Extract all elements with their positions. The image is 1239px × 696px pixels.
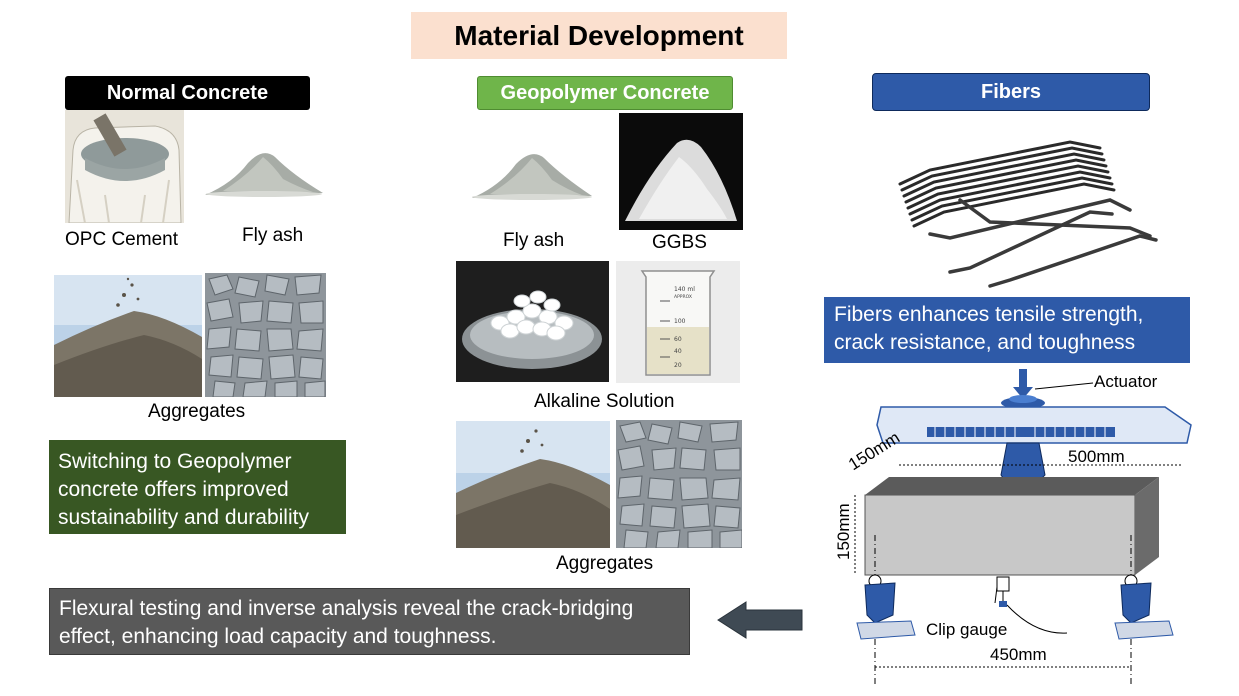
page-title: Material Development bbox=[411, 12, 787, 59]
beaker-mark-140: 140 ml bbox=[674, 286, 695, 293]
header-normal-concrete: Normal Concrete bbox=[65, 76, 310, 110]
caption-aggregates-normal: Aggregates bbox=[148, 401, 246, 422]
label-actuator: Actuator bbox=[1094, 372, 1158, 391]
label-dim-height: 150mm bbox=[834, 503, 853, 560]
label-dim-length: 500mm bbox=[1068, 447, 1125, 466]
caption-fly-ash-normal: Fly ash bbox=[242, 225, 304, 246]
beaker-mark-approx: APPROX bbox=[674, 294, 692, 300]
caption-aggregates-geo: Aggregates bbox=[556, 553, 654, 574]
gravel-image-geo bbox=[616, 420, 742, 548]
caption-opc-cement: OPC Cement bbox=[65, 229, 178, 250]
note-switching-geopolymer: Switching to Geopolymer concrete offers … bbox=[49, 440, 346, 534]
note-flexural-testing: Flexural testing and inverse analysis re… bbox=[49, 588, 690, 655]
beaker-mark-20: 20 bbox=[674, 362, 682, 369]
header-geopolymer-concrete: Geopolymer Concrete bbox=[477, 76, 733, 110]
caption-ggbs: GGBS bbox=[652, 232, 707, 253]
opc-cement-image bbox=[65, 110, 184, 223]
fly-ash-image-geo bbox=[472, 154, 592, 200]
beaker-mark-40: 40 bbox=[674, 348, 682, 355]
header-fibers: Fibers bbox=[872, 73, 1150, 111]
naoh-pellets-image bbox=[456, 261, 609, 382]
sand-pile-image bbox=[54, 275, 202, 397]
arrow-left-icon bbox=[717, 601, 803, 639]
ggbs-image bbox=[619, 113, 743, 230]
note-fibers-enhance: Fibers enhances tensile strength, crack … bbox=[824, 297, 1190, 363]
fly-ash-image bbox=[205, 153, 323, 197]
steel-fibers-image bbox=[898, 140, 1158, 288]
flexural-test-setup-diagram bbox=[854, 369, 1192, 685]
caption-fly-ash-geo: Fly ash bbox=[503, 230, 565, 251]
beaker-mark-100: 100 bbox=[674, 318, 686, 325]
sand-pile-image-geo bbox=[456, 421, 610, 548]
caption-alkaline-solution: Alkaline Solution bbox=[534, 391, 675, 412]
beaker-mark-60: 60 bbox=[674, 336, 682, 343]
label-dim-span: 450mm bbox=[990, 645, 1047, 664]
beaker-image: 140 ml APPROX 100 60 40 20 bbox=[616, 261, 740, 383]
label-clip-gauge: Clip gauge bbox=[926, 620, 1008, 639]
gravel-image bbox=[205, 273, 326, 397]
